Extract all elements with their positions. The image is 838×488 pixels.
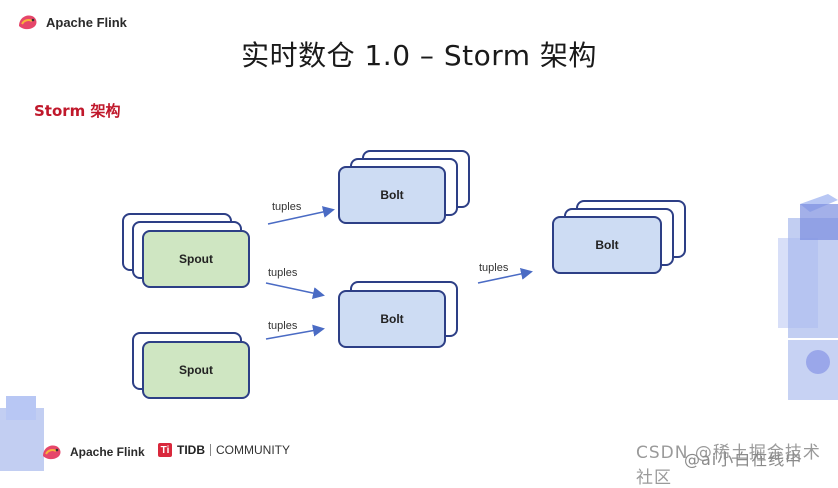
spout-bottom[interactable]: Spout bbox=[142, 341, 250, 399]
edge-label-tuples: tuples bbox=[268, 320, 298, 332]
watermark-overlay: @ai小白在线中 bbox=[684, 450, 803, 469]
footer-brand-name: Apache Flink bbox=[70, 445, 145, 459]
spout-bottom-label: Spout bbox=[179, 363, 213, 377]
header-brand: Apache Flink bbox=[16, 12, 127, 32]
section-subtitle: Storm 架构 bbox=[34, 102, 121, 120]
bolt-middle-label: Bolt bbox=[380, 312, 404, 326]
edges-layer bbox=[265, 206, 533, 340]
bolt-middle[interactable]: Bolt bbox=[338, 290, 446, 348]
bolt-top[interactable]: Bolt bbox=[338, 166, 446, 224]
bolt-top-label: Bolt bbox=[380, 188, 404, 202]
squirrel-logo-icon bbox=[43, 445, 61, 460]
edge-arrow bbox=[265, 282, 325, 299]
edge-arrow bbox=[477, 267, 533, 284]
edge-arrow bbox=[265, 324, 325, 340]
squirrel-logo-icon bbox=[19, 15, 37, 30]
tidb-community: Ti TIDB COMMUNITY bbox=[158, 443, 290, 457]
edge-label-tuples: tuples bbox=[272, 201, 302, 213]
edge-label-tuples: tuples bbox=[479, 262, 509, 274]
spout-top-label: Spout bbox=[179, 252, 213, 266]
edge-label-tuples: tuples bbox=[268, 267, 298, 279]
decorative-cubes-right bbox=[778, 194, 838, 400]
footer-brand: Apache Flink bbox=[40, 442, 145, 462]
tidb-logo-icon: Ti bbox=[158, 443, 172, 457]
bolt-right[interactable]: Bolt bbox=[552, 216, 662, 274]
brand-name: Apache Flink bbox=[46, 14, 127, 30]
edge-arrow bbox=[267, 206, 335, 225]
bolt-right-label: Bolt bbox=[595, 238, 619, 252]
decorative-cubes-left bbox=[0, 396, 44, 471]
divider bbox=[210, 444, 211, 456]
tidb-suffix: COMMUNITY bbox=[216, 443, 290, 457]
spout-top[interactable]: Spout bbox=[142, 230, 250, 288]
page-title: 实时数仓 1.0 – Storm 架构 bbox=[241, 39, 597, 72]
tidb-name: TIDB bbox=[177, 443, 205, 457]
